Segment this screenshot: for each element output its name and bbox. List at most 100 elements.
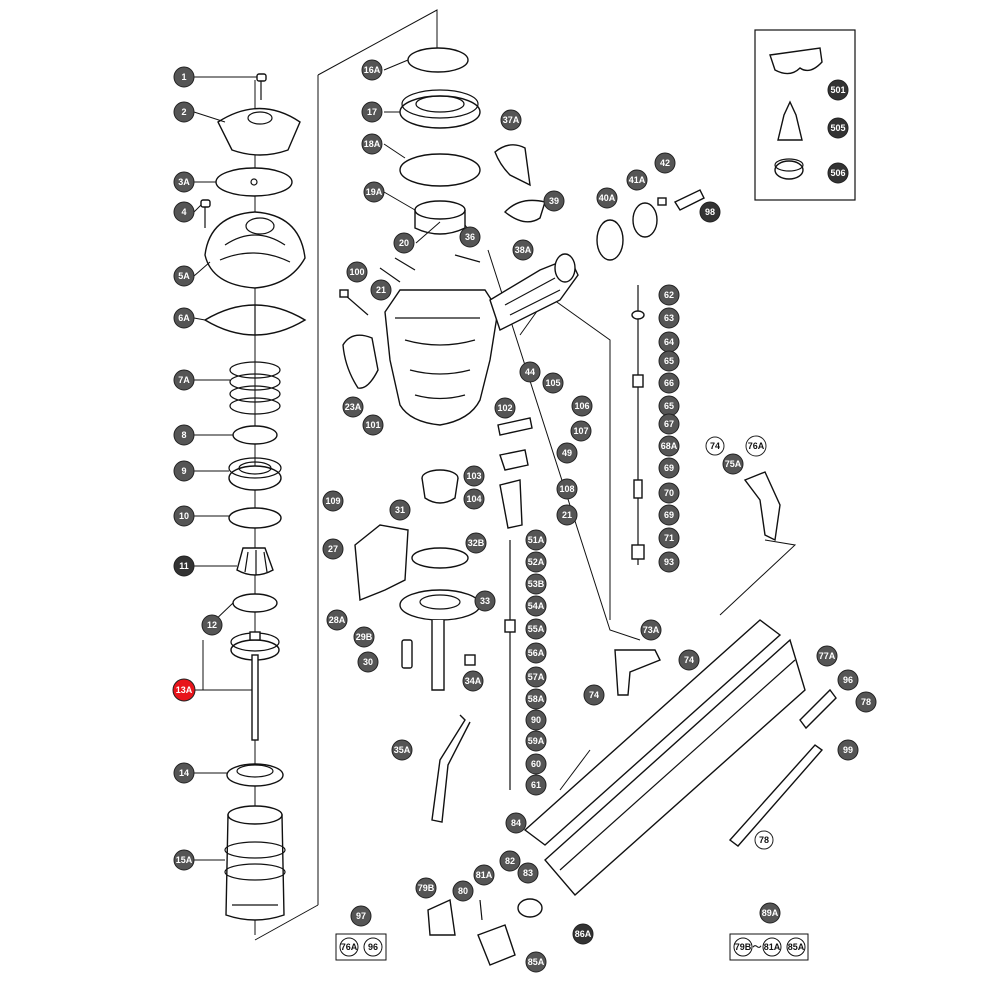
- part-101-body[interactable]: [384, 289, 499, 426]
- part-label-102[interactable]: 102: [494, 397, 516, 419]
- part-19a-sleeve[interactable]: [414, 200, 466, 235]
- part-28a-guard[interactable]: [354, 524, 409, 601]
- part-label-11[interactable]: 11: [173, 555, 195, 577]
- part-label-68a[interactable]: 68A: [658, 435, 680, 457]
- part-label-82[interactable]: 82: [499, 850, 521, 872]
- part-label-21b[interactable]: 21: [556, 504, 578, 526]
- part-label-107[interactable]: 107: [570, 420, 592, 442]
- part-14-bumper[interactable]: [226, 763, 284, 787]
- part-label-56a[interactable]: 56A: [525, 642, 547, 664]
- part-98-fitting[interactable]: [673, 189, 705, 211]
- part-label-35a[interactable]: 35A: [391, 739, 413, 761]
- part-label-58a[interactable]: 58A: [525, 688, 547, 710]
- part-label-33[interactable]: 33: [474, 590, 496, 612]
- part-34a-nut[interactable]: [464, 654, 476, 666]
- part-label-53b[interactable]: 53B: [525, 573, 547, 595]
- part-label-80[interactable]: 80: [452, 880, 474, 902]
- part-label-69b[interactable]: 69: [658, 504, 680, 526]
- part-label-96[interactable]: 96: [837, 669, 859, 691]
- part-label-106[interactable]: 106: [571, 395, 593, 417]
- part-label-78a[interactable]: 78: [855, 691, 877, 713]
- part-label-85a[interactable]: 85A: [525, 951, 547, 973]
- part-label-54a[interactable]: 54A: [525, 595, 547, 617]
- part-label-17[interactable]: 17: [361, 101, 383, 123]
- part-label-5a[interactable]: 5A: [173, 265, 195, 287]
- part-6a-gasket[interactable]: [203, 304, 307, 336]
- part-label-99[interactable]: 99: [837, 739, 859, 761]
- part-label-77a[interactable]: 77A: [816, 645, 838, 667]
- part-41a-cap[interactable]: [632, 202, 658, 238]
- part-label-97[interactable]: 97: [350, 905, 372, 927]
- part-32b-o-ring[interactable]: [411, 547, 469, 569]
- part-38a-grip[interactable]: [489, 253, 579, 331]
- part-label-30[interactable]: 30: [357, 651, 379, 673]
- part-35a-arm[interactable]: [431, 714, 471, 823]
- part-2-cap[interactable]: [217, 107, 301, 156]
- part-16a-o-ring[interactable]: [407, 47, 469, 73]
- part-label-79b[interactable]: 79B: [415, 877, 437, 899]
- part-36-screw[interactable]: [454, 254, 481, 263]
- part-100-screw[interactable]: [339, 289, 369, 316]
- part-label-23a[interactable]: 23A: [342, 396, 364, 418]
- part-label-60[interactable]: 60: [525, 753, 547, 775]
- part-label-86a[interactable]: 86A: [572, 923, 594, 945]
- part-37a-cover[interactable]: [494, 144, 531, 187]
- part-103-trigger-arm[interactable]: [499, 449, 529, 471]
- part-77a-rail[interactable]: [799, 688, 837, 730]
- part-label-10[interactable]: 10: [173, 505, 195, 527]
- part-42-screw[interactable]: [657, 197, 667, 206]
- part-5a-cylinder-cap[interactable]: [204, 211, 306, 289]
- part-label-32b[interactable]: 32B: [465, 532, 487, 554]
- part-73a-bracket[interactable]: [614, 649, 661, 696]
- part-76a-bracket[interactable]: [743, 471, 781, 542]
- part-label-40a[interactable]: 40A: [596, 187, 618, 209]
- part-label-39[interactable]: 39: [543, 190, 565, 212]
- part-label-70[interactable]: 70: [658, 482, 680, 504]
- part-29b-nose[interactable]: [399, 589, 481, 691]
- part-label-2[interactable]: 2: [173, 101, 195, 123]
- part-label-98[interactable]: 98: [699, 201, 721, 223]
- part-label-4[interactable]: 4: [173, 201, 195, 223]
- part-8-o-ring[interactable]: [232, 425, 278, 445]
- part-102-lever[interactable]: [497, 417, 533, 436]
- part-label-74a[interactable]: 74: [705, 436, 725, 456]
- part-right-valve-stack[interactable]: [631, 285, 645, 565]
- part-39-plate[interactable]: [503, 199, 546, 223]
- part-label-3a[interactable]: 3A: [173, 171, 195, 193]
- part-label-51a[interactable]: 51A: [525, 529, 547, 551]
- part-valve-stack[interactable]: [504, 540, 516, 790]
- part-label-65b[interactable]: 65: [658, 395, 680, 417]
- part-magazine[interactable]: [523, 619, 806, 896]
- part-label-83[interactable]: 83: [517, 862, 539, 884]
- part-4-bolt[interactable]: [200, 199, 211, 228]
- part-label-63[interactable]: 63: [658, 307, 680, 329]
- part-label-34a[interactable]: 34A: [462, 670, 484, 692]
- part-label-71[interactable]: 71: [658, 527, 680, 549]
- part-13a-piston[interactable]: [230, 631, 280, 741]
- part-10-o-ring[interactable]: [228, 507, 282, 529]
- part-501-goggles-icon[interactable]: [769, 47, 823, 75]
- part-label-75a[interactable]: 75A: [722, 453, 744, 475]
- part-label-15a[interactable]: 15A: [173, 849, 195, 871]
- part-label-21a[interactable]: 21: [370, 279, 392, 301]
- part-label-104[interactable]: 104: [463, 488, 485, 510]
- part-label-108[interactable]: 108: [556, 478, 578, 500]
- part-label-36[interactable]: 36: [459, 226, 481, 248]
- part-label-93[interactable]: 93: [658, 551, 680, 573]
- part-label-29b[interactable]: 29B: [353, 626, 375, 648]
- part-label-42[interactable]: 42: [654, 152, 676, 174]
- part-3a-gasket[interactable]: [215, 167, 293, 197]
- part-label-52a[interactable]: 52A: [525, 551, 547, 573]
- part-20-pin[interactable]: [394, 257, 416, 271]
- part-label-38a[interactable]: 38A: [512, 239, 534, 261]
- part-15a-cylinder[interactable]: [224, 805, 286, 921]
- part-label-28a[interactable]: 28A: [326, 609, 348, 631]
- part-99-strip[interactable]: [728, 744, 824, 847]
- part-label-109[interactable]: 109: [322, 490, 344, 512]
- part-label-76a[interactable]: 76A: [745, 435, 767, 457]
- part-label-90[interactable]: 90: [525, 709, 547, 731]
- part-label-44[interactable]: 44: [519, 361, 541, 383]
- part-label-20[interactable]: 20: [393, 232, 415, 254]
- part-label-81a[interactable]: 81A: [473, 864, 495, 886]
- part-7a-spring[interactable]: [229, 361, 281, 415]
